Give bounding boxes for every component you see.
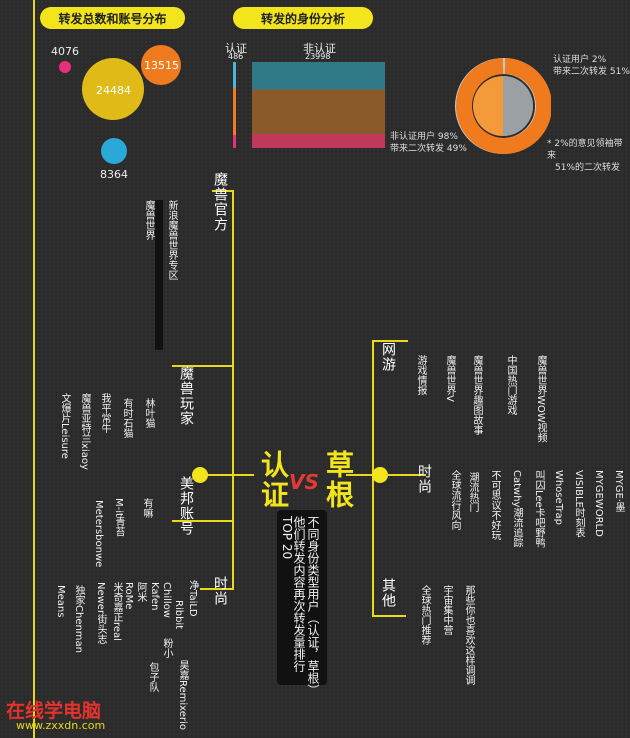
caption-line2: 他们转发内容再次转发量排行 <box>292 516 306 672</box>
category-other: 其他 <box>380 578 396 608</box>
category-wow-official: 魔兽官方 <box>212 172 228 232</box>
item-fashion-left-11: Newer街头志 <box>95 582 106 645</box>
item-games-3: 魔兽世界趣图故事 <box>471 355 482 435</box>
donut-note-top: 认证用户 2% 带来二次转发 51% <box>553 54 630 78</box>
item-games-1: 游戏情报 <box>415 355 426 395</box>
donut-note-bottom-line2: 带来二次转发 49% <box>390 144 467 154</box>
right-tree-stem <box>346 474 386 476</box>
center-right-title: 草根 <box>322 450 355 510</box>
certified-bar <box>233 62 236 148</box>
caption-box <box>277 510 327 685</box>
item-other-1: 全球热门推荐 <box>419 585 430 645</box>
item-mb-1: 有嘛 <box>141 498 152 518</box>
item-wow-official-2: 魔兽世界 <box>143 200 154 240</box>
branch-wow-players <box>172 365 234 367</box>
item-fashion-left-7: 粉小 <box>161 638 172 658</box>
center-vs: VS <box>289 470 319 494</box>
center-left-title: 认证 <box>257 450 290 510</box>
branch-mb <box>172 520 234 522</box>
item-fashion-left-3: Chillow <box>161 582 172 618</box>
item-players-2: 有时石猫 <box>121 398 132 438</box>
donut-chart <box>455 58 551 154</box>
item-other-2: 宇宙集中营 <box>441 585 452 635</box>
donut-note-bottom: 非认证用户 98% 带来二次转发 49% <box>390 131 467 155</box>
item-players-5: 文爆片Leisure <box>59 393 70 459</box>
item-fashion-right-5: 叫囚Lee卡吧野鸭 <box>533 470 544 548</box>
bubble-8364 <box>101 138 127 164</box>
left-axis-line <box>33 0 35 738</box>
item-fashion-left-1: 净TaiLD <box>187 580 198 617</box>
branch-other <box>372 615 406 617</box>
item-mb-2: M-it青苔 <box>113 498 124 537</box>
uncertified-bar <box>252 62 385 148</box>
item-fashion-right-2: 潮流热门 <box>467 472 478 512</box>
item-fashion-left-10: RoMe <box>123 582 134 610</box>
certified-value: 486 <box>228 52 244 61</box>
left-tree-node <box>192 467 208 483</box>
branch-fashion-left <box>200 588 234 590</box>
item-players-4: 魔兽亚特兰xiaoy <box>79 393 90 470</box>
item-fashion-right-9: MYGE·墨 <box>613 470 624 512</box>
donut-note-right: * 2%的意见领袖带来 51%的二次转发 <box>547 138 630 174</box>
item-players-1: 林叶猫 <box>143 398 154 428</box>
uncertified-label: 非认证 <box>303 42 336 55</box>
item-games-5: 魔兽世界WOW视频 <box>535 355 546 443</box>
category-wow-players: 魔兽玩家 <box>178 366 194 426</box>
item-fashion-right-3: 不可思议不好玩 <box>489 470 500 540</box>
item-fashion-left-13: Means <box>55 585 66 618</box>
caption-line3: TOP 20 <box>280 516 294 560</box>
watermark-url: www.zxxdn.com <box>16 719 106 732</box>
item-fashion-left-5: Kafen <box>149 582 160 611</box>
right-tree-node <box>372 467 388 483</box>
left-tree-stem <box>200 474 254 476</box>
item-wow-official-1: 新浪魔兽世界专区 <box>166 200 177 280</box>
item-fashion-left-8: 阿米 <box>135 582 146 602</box>
donut-note-right-line2: 51%的二次转发 <box>555 163 621 173</box>
header-right: 转发的身份分析 <box>233 7 373 29</box>
bubble-24484-label: 24484 <box>96 84 131 97</box>
donut-note-top-line1: 认证用户 2% <box>553 55 607 65</box>
item-fashion-right-7: VISIBLE时刻表 <box>573 470 584 538</box>
item-fashion-right-6: WhoseTrap <box>553 470 564 525</box>
category-games: 网游 <box>380 342 396 372</box>
donut-note-right-line1: * 2%的意见领袖带来 <box>547 139 623 161</box>
donut-slice-uncertified <box>456 58 551 154</box>
watermark-title: 在线学电脑 <box>6 700 102 722</box>
item-fashion-right-4: Catwhy潮流追踪 <box>511 470 522 548</box>
header-left: 转发总数和账号分布 <box>40 7 185 29</box>
item-fashion-left-2: Ribbit <box>173 600 184 630</box>
item-games-4: 中国热门游戏 <box>505 355 516 415</box>
bubble-13515 <box>141 45 181 85</box>
caption-line1: 不同身份类型用户（认证，草根） <box>306 516 320 696</box>
item-fashion-right-8: MYGEWORLD <box>593 470 604 537</box>
donut-note-bottom-line1: 非认证用户 98% <box>390 132 458 142</box>
item-fashion-left-6: 包子队 <box>147 662 158 692</box>
category-mb: 美邦账号 <box>178 476 194 536</box>
branch-games <box>372 340 408 342</box>
bar-wow-official-1 <box>155 200 163 350</box>
branch-fashion-right <box>386 474 426 476</box>
donut-note-top-line2: 带来二次转发 51% <box>553 67 630 77</box>
certified-label: 认证 <box>225 42 247 55</box>
item-other-3: 那些你也喜欢这样调调 <box>463 585 474 685</box>
item-fashion-left-9: 米奇嘉正real <box>111 582 122 641</box>
bubble-4076 <box>59 61 71 73</box>
bubble-13515-label: 13515 <box>144 59 179 72</box>
item-players-3: 我平常牛 <box>99 393 110 433</box>
item-mb-3: Metersbonwe <box>93 500 104 568</box>
bubble-8364-label: 8364 <box>100 168 128 181</box>
left-tree-trunk <box>232 190 234 588</box>
bubble-24484 <box>82 58 144 120</box>
item-fashion-left-4: 昊嘉Remixerio <box>177 660 188 730</box>
bubble-4076-label: 4076 <box>51 45 79 58</box>
donut-secondary-certified <box>503 76 533 136</box>
item-games-2: 魔兽世界V <box>444 355 455 402</box>
branch-wow-official <box>212 190 234 192</box>
category-fashion-left: 时尚 <box>212 576 228 606</box>
item-fashion-right-1: 全球流行风向 <box>449 470 460 530</box>
category-fashion-right: 时尚 <box>416 464 432 494</box>
item-fashion-left-12: 独家Chenman <box>73 585 84 654</box>
uncertified-value: 23998 <box>305 52 331 61</box>
